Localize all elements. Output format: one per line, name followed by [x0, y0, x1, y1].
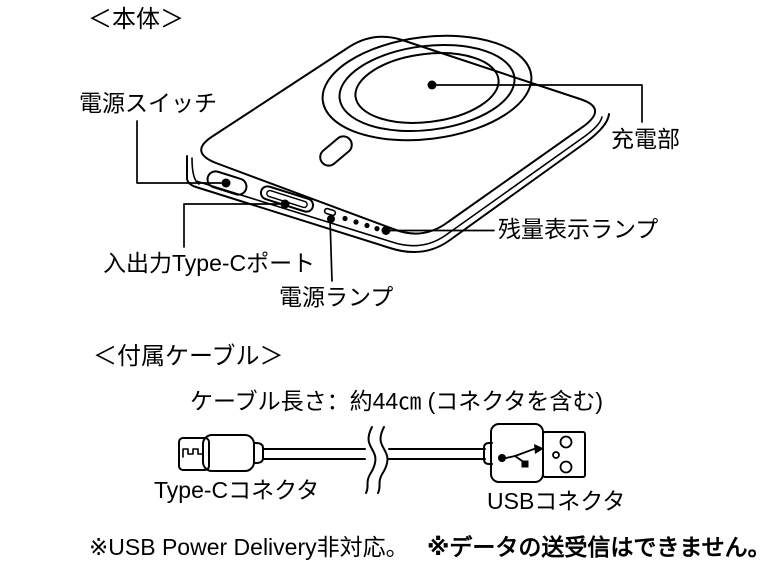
usb-trident-icon: [498, 444, 544, 468]
typec-port-dot: [280, 199, 290, 209]
leader-dots: [221, 80, 437, 235]
usb-connector-shape: [483, 423, 586, 483]
note-usb-power-delivery: ※USB Power Delivery非対応。: [89, 534, 409, 560]
power-lamp-dot: [327, 215, 335, 223]
power-switch-label: 電源スイッチ: [79, 90, 217, 116]
usb-plug-holes: [552, 435, 573, 474]
charging-area-leader: [431, 84, 643, 123]
typec-port-leader: [183, 203, 286, 248]
power-switch-dot: [221, 178, 231, 188]
charging-area-dot: [427, 80, 437, 90]
usb-metal-plug: [542, 431, 586, 478]
charging-area-label: 充電部: [611, 126, 680, 152]
power-switch-leader: [136, 120, 222, 184]
typec-connector-shape: [178, 434, 264, 472]
wireless-charging-rings: [321, 34, 533, 142]
typec-tip-notches: [182, 448, 203, 458]
cable-line: [262, 448, 486, 460]
cable-break-mark: [365, 426, 389, 494]
power-lamp-label: 電源ランプ: [279, 284, 394, 310]
typec-neck: [253, 442, 264, 464]
typec-port-label: 入出力Type-Cポート: [103, 250, 316, 276]
battery-indicator-label: 残量表示ランプ: [498, 216, 659, 242]
leader-lines: [136, 84, 643, 282]
usb-neck: [483, 442, 493, 465]
powerbank-illustration: [186, 34, 610, 253]
power-lamp-leader: [329, 218, 333, 282]
usb-connector-label: USBコネクタ: [487, 488, 626, 514]
battery-indicator-dot: [381, 226, 391, 235]
powerbank-edge-highlight: [195, 116, 603, 247]
powerbank-top-face: [200, 35, 596, 235]
cable-section-heading: ＜付属ケーブル＞: [93, 343, 284, 370]
cable-illustration: [178, 423, 586, 494]
powerbank-left-corner-line: [191, 157, 200, 185]
note-data-transfer: ※データの送受信はできません。: [427, 534, 760, 560]
cable-length-label: ケーブル長さ：約44㎝ (コネクタを含む): [190, 388, 603, 414]
battery-indicator-dots: [342, 215, 380, 232]
power-switch-shape: [206, 170, 248, 196]
top-face-oval: [319, 135, 353, 167]
body-section-heading: ＜本体＞: [88, 6, 184, 33]
power-lamp-shape: [323, 207, 337, 217]
typec-connector-label: Type-Cコネクタ: [154, 477, 320, 503]
